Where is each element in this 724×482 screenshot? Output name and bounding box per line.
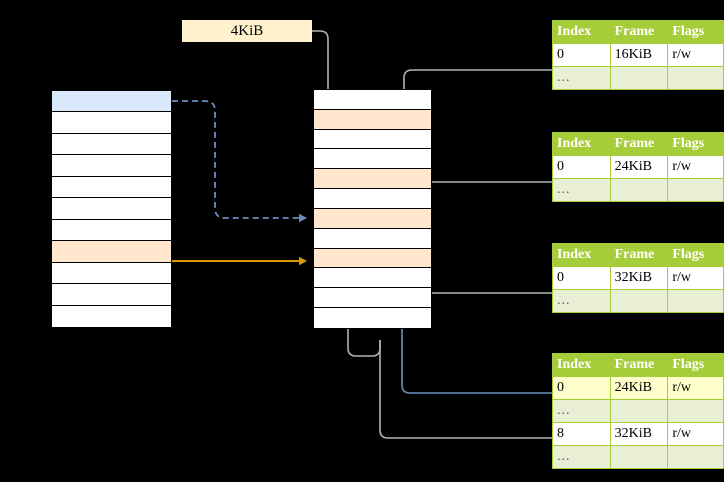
virtual-address-space-row bbox=[52, 176, 171, 199]
virtual-address-space-row bbox=[52, 198, 171, 220]
physical-memory-row bbox=[314, 109, 431, 130]
table-cell bbox=[609, 66, 669, 90]
virtual-address-space-row bbox=[52, 284, 171, 306]
table-cell: 0 bbox=[552, 376, 611, 400]
physical-memory-row bbox=[314, 169, 431, 190]
table-cell: 32KiB bbox=[609, 266, 669, 290]
physical-memory-row bbox=[314, 288, 431, 309]
virtual-address-space-row bbox=[52, 219, 171, 242]
table-row: ... bbox=[552, 289, 724, 313]
table-cell: 32KiB bbox=[609, 422, 669, 446]
column-header-index: Index bbox=[552, 353, 611, 377]
column-header-flags: Flags bbox=[667, 132, 724, 156]
virtual-address-space-row bbox=[52, 241, 171, 263]
table-row: ... bbox=[552, 178, 724, 202]
physical-memory-row bbox=[314, 228, 431, 249]
column-header-frame: Frame bbox=[609, 243, 669, 267]
table-cell: ... bbox=[552, 445, 611, 469]
column-header-index: Index bbox=[552, 132, 611, 156]
table-cell: 16KiB bbox=[609, 43, 669, 67]
table-cell bbox=[609, 178, 669, 202]
table-cell: 0 bbox=[552, 43, 611, 67]
physical-memory-row bbox=[314, 129, 431, 150]
physical-memory-row bbox=[314, 189, 431, 209]
virtual-address-space-row bbox=[52, 155, 171, 177]
table-cell bbox=[609, 289, 669, 313]
size-label-text: 4KiB bbox=[230, 22, 264, 39]
column-header-frame: Frame bbox=[609, 353, 669, 377]
table-cell: 0 bbox=[552, 266, 611, 290]
table-cell bbox=[609, 399, 669, 423]
table-row: ... bbox=[552, 445, 724, 469]
physical-memory-row bbox=[314, 248, 431, 269]
table-cell: r/w bbox=[667, 155, 724, 179]
column-header-index: Index bbox=[552, 20, 611, 44]
table-cell bbox=[667, 66, 724, 90]
size-label-4kib: 4KiB bbox=[182, 20, 312, 42]
table-cell bbox=[667, 399, 724, 423]
physical-memory-row bbox=[314, 90, 431, 110]
virtual-address-space-row bbox=[52, 112, 171, 134]
table-cell: 0 bbox=[552, 155, 611, 179]
table-cell: r/w bbox=[667, 422, 724, 446]
virtual-address-space-row bbox=[52, 133, 171, 156]
column-header-flags: Flags bbox=[667, 20, 724, 44]
column-header-flags: Flags bbox=[667, 353, 724, 377]
physical-memory-row bbox=[314, 208, 431, 229]
table-row: ... bbox=[552, 66, 724, 90]
connector-size-label-to-frame bbox=[312, 30, 332, 112]
physical-memory-row bbox=[314, 268, 431, 289]
virtual-address-space-column bbox=[51, 90, 172, 328]
physical-memory-column bbox=[313, 89, 432, 329]
table-cell: r/w bbox=[667, 376, 724, 400]
table-cell: 24KiB bbox=[609, 155, 669, 179]
connector-virtual-page-dashed bbox=[172, 100, 307, 223]
physical-memory-row bbox=[314, 149, 431, 170]
virtual-address-space-row bbox=[52, 305, 171, 327]
table-cell: ... bbox=[552, 178, 611, 202]
column-header-flags: Flags bbox=[667, 243, 724, 267]
column-header-frame: Frame bbox=[609, 20, 669, 44]
virtual-address-space-row bbox=[52, 262, 171, 285]
table-cell bbox=[667, 445, 724, 469]
table-cell bbox=[667, 289, 724, 313]
table-cell: 24KiB bbox=[609, 376, 669, 400]
table-cell: ... bbox=[552, 289, 611, 313]
column-header-frame: Frame bbox=[609, 132, 669, 156]
table-cell: 8 bbox=[552, 422, 611, 446]
table-cell bbox=[667, 178, 724, 202]
column-header-index: Index bbox=[552, 243, 611, 267]
table-row: ... bbox=[552, 399, 724, 423]
physical-memory-row bbox=[314, 308, 431, 328]
table-cell: ... bbox=[552, 66, 611, 90]
table-cell: r/w bbox=[667, 266, 724, 290]
virtual-address-space-row bbox=[52, 91, 171, 113]
table-cell: ... bbox=[552, 399, 611, 423]
table-cell bbox=[609, 445, 669, 469]
table-cell: r/w bbox=[667, 43, 724, 67]
